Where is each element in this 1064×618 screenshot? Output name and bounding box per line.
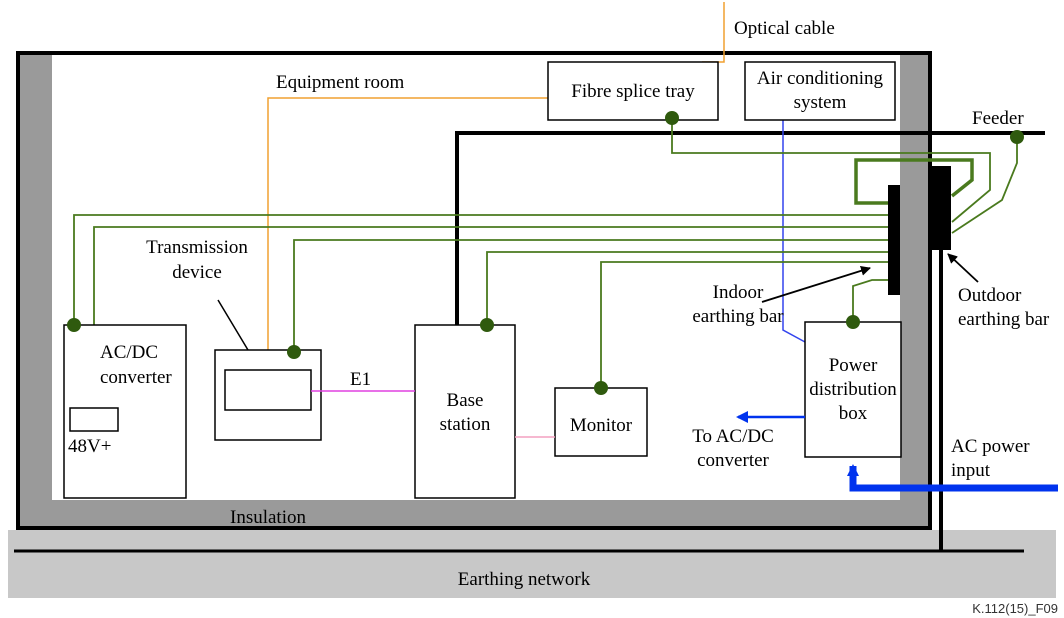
fibre-splice-tray-box	[547, 61, 719, 121]
optical-cable-label: Optical cable	[734, 18, 835, 39]
earthing-network-label: Earthing network	[458, 569, 591, 590]
outdoor-bar-label-1: Outdoor	[958, 285, 1022, 306]
indoor-bar-label-1: Indoor	[713, 282, 764, 303]
earth-wire-feeder	[951, 138, 1018, 234]
earth-wire-transmission	[293, 239, 888, 352]
indoor-earthing-bar	[888, 185, 900, 295]
air-conditioning-box	[744, 61, 896, 121]
outdoor-earthing-bar	[929, 166, 951, 250]
earth-wire-splice-tray	[671, 120, 991, 223]
to-acdc-label-2: converter	[697, 450, 769, 471]
power-distribution-box	[804, 321, 902, 458]
monitor-label: Monitor	[570, 415, 633, 436]
node-base-station	[480, 318, 494, 332]
node-monitor	[594, 381, 608, 395]
monitor-box	[554, 387, 648, 457]
air-conditioning-label-1: Air conditioning	[757, 68, 884, 89]
outdoor-bar-arrow	[947, 253, 979, 283]
node-power-box	[846, 315, 860, 329]
indoor-bar-arrow	[761, 265, 871, 303]
insulation-label: Insulation	[230, 507, 306, 528]
equipment-room-label: Equipment room	[276, 72, 404, 93]
earth-wire-base-station	[486, 251, 888, 325]
base-station-box	[414, 324, 516, 499]
air-conditioning-label-2: system	[794, 92, 847, 113]
earth-wire-acdc-outer	[73, 214, 888, 325]
optical-cable-indoor	[267, 97, 548, 350]
to-acdc-label-1: To AC/DC	[692, 426, 774, 447]
earthing-network-band	[8, 530, 1056, 598]
figure-code: K.112(15)_F09	[972, 601, 1058, 616]
node-acdc	[67, 318, 81, 332]
feeder-label: Feeder	[972, 108, 1024, 129]
ac-power-label-1: AC power	[951, 436, 1030, 457]
transmission-label-2: device	[172, 262, 222, 283]
transmission-pointer	[217, 299, 249, 351]
earth-nodes	[67, 111, 1024, 395]
ac-system-power-lead	[782, 120, 806, 343]
acdc-label-1: AC/DC	[100, 342, 158, 363]
node-splice-tray	[665, 111, 679, 125]
indoor-bar-label-2: earthing bar	[692, 306, 784, 327]
ac-power-label-2: input	[951, 460, 991, 481]
earth-wire-monitor	[600, 261, 888, 388]
e1-label: E1	[350, 369, 371, 390]
base-station-label-2: station	[440, 414, 491, 435]
node-transmission	[287, 345, 301, 359]
power-box-label-1: Power	[829, 355, 878, 376]
v48-label: 48V+	[68, 436, 111, 457]
acdc-label-2: converter	[100, 367, 172, 388]
earth-wire-power-box	[852, 279, 888, 322]
transmission-label-1: Transmission	[146, 237, 248, 258]
transmission-inner-panel	[224, 369, 312, 411]
outdoor-bar-label-2: earthing bar	[958, 309, 1050, 330]
earth-loop-bar	[854, 158, 974, 205]
v48-terminal	[69, 407, 119, 432]
node-feeder	[1010, 130, 1024, 144]
feeder-cable	[455, 131, 1045, 325]
ac-power-input-arrow	[847, 464, 1058, 492]
base-station-label-1: Base	[447, 390, 484, 411]
fibre-splice-tray-label: Fibre splice tray	[571, 81, 695, 102]
power-box-label-3: box	[839, 403, 868, 424]
power-box-label-2: distribution	[809, 379, 897, 400]
